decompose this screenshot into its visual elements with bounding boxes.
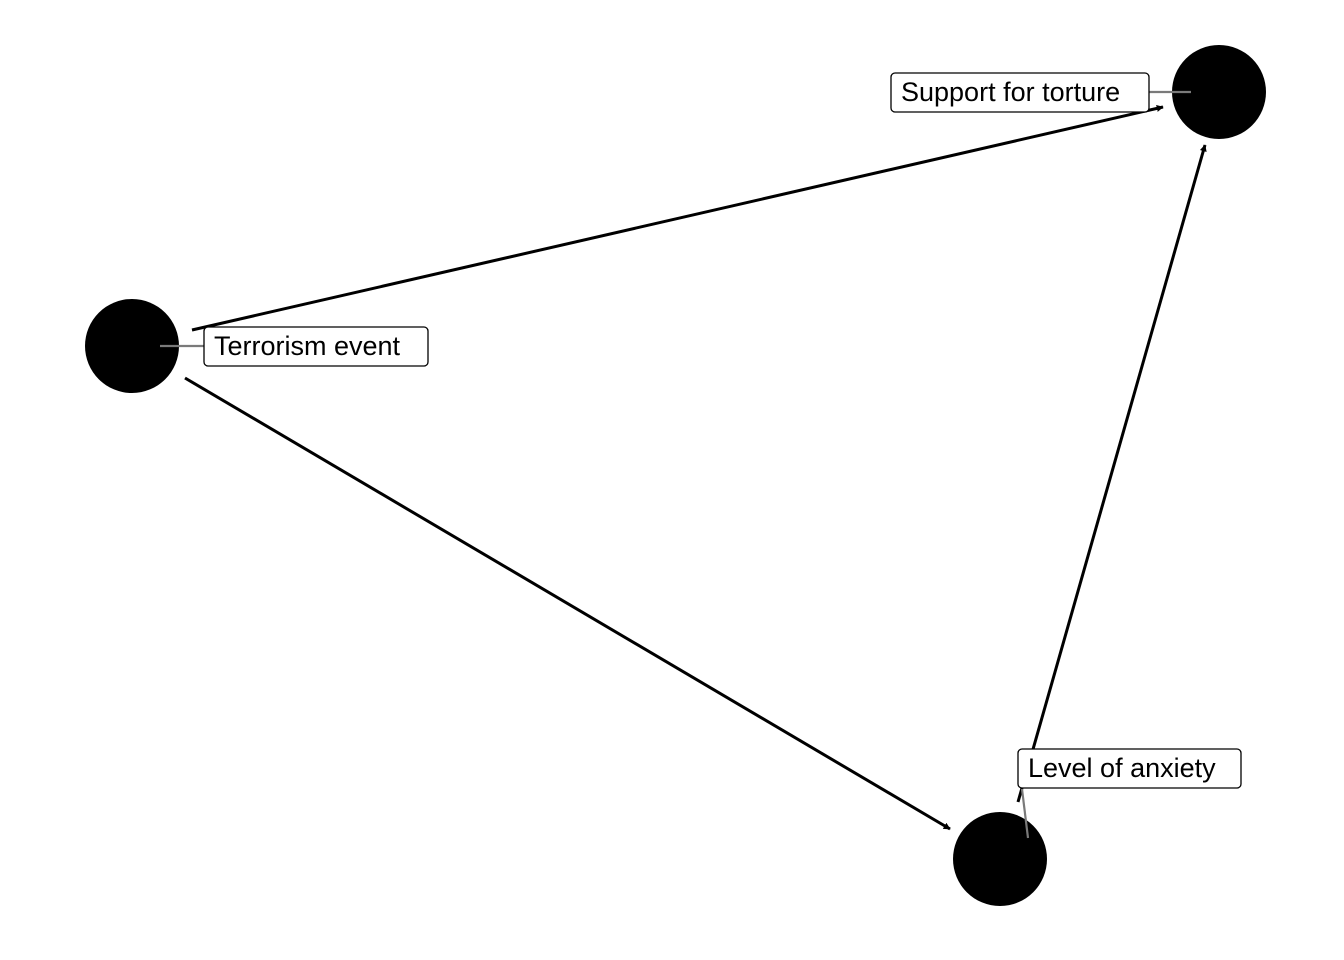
label-leaders [160,90,1191,839]
edge-terrorism-to-torture [191,104,1164,332]
node-label-level-of-anxiety: Level of anxiety [1017,748,1242,789]
label-box-support-for-torture [890,72,1150,113]
node-level-of-anxiety [953,812,1047,906]
leader-level-of-anxiety [1020,788,1030,839]
node-support-for-torture [1172,45,1266,139]
node-label-terrorism-event: Terrorism event [203,326,429,367]
edges [184,104,1207,831]
label-box-level-of-anxiety [1017,748,1242,789]
node-label-support-for-torture: Support for torture [890,72,1150,113]
node-terrorism-event [85,299,179,393]
nodes [85,45,1266,906]
label-box-terrorism-event [203,326,429,367]
edge-terrorism-to-anxiety [184,376,951,831]
label-text-support-for-torture: Support for torture [901,77,1120,107]
label-text-level-of-anxiety: Level of anxiety [1028,753,1216,783]
edge-anxiety-to-torture [1016,144,1207,803]
label-text-terrorism-event: Terrorism event [214,331,401,361]
